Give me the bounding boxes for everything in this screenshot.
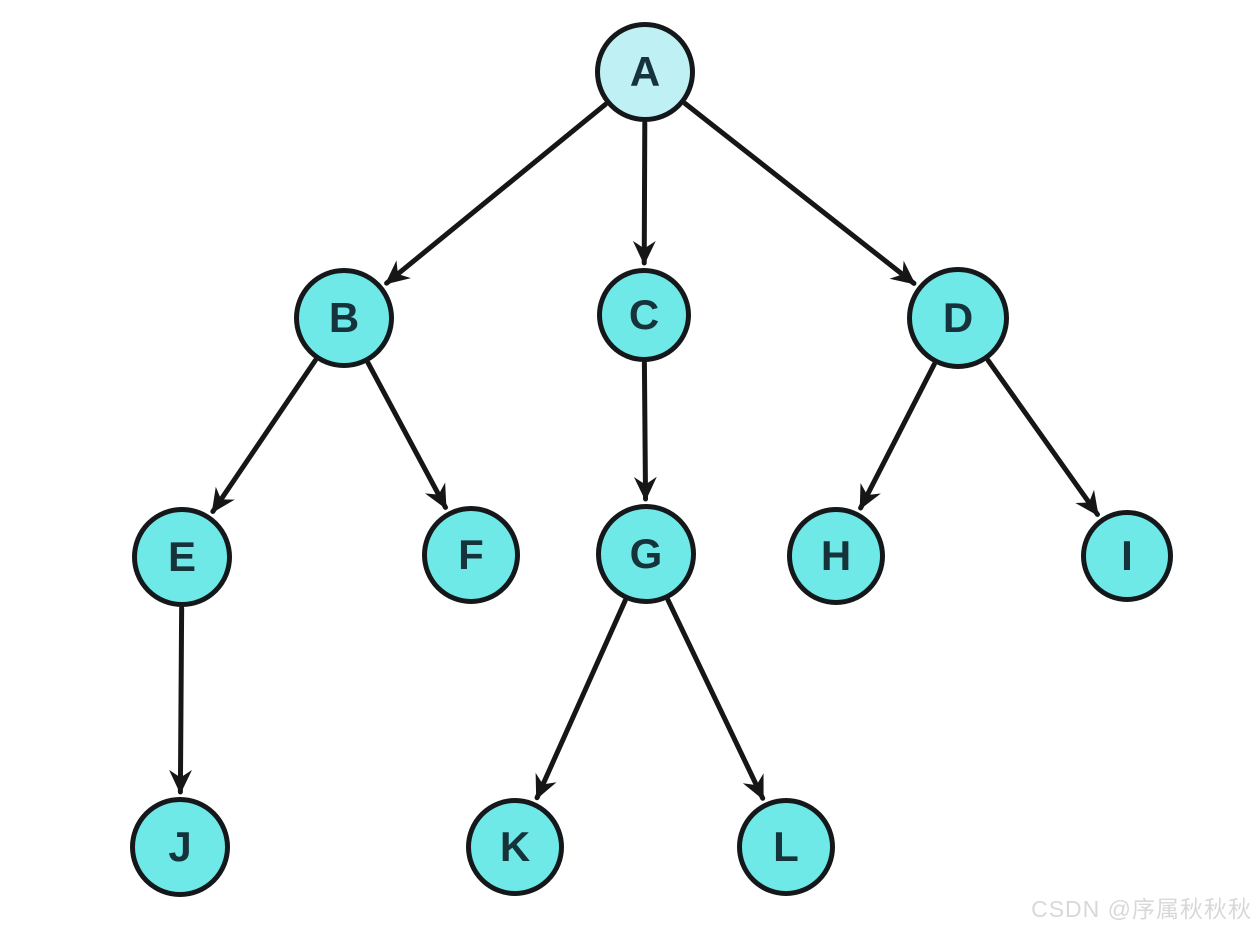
- node-E-label: E: [167, 533, 196, 580]
- edge-G-K: [534, 598, 628, 801]
- node-I-label: I: [1121, 532, 1133, 579]
- node-H-label: H: [820, 532, 852, 579]
- node-G-label: G: [629, 530, 663, 577]
- node-F: F: [422, 506, 520, 604]
- node-D: D: [907, 267, 1009, 369]
- node-B-label: B: [328, 294, 360, 341]
- node-H: H: [787, 507, 885, 605]
- edge-A-C: [632, 120, 656, 266]
- edge-D-I: [985, 357, 1100, 517]
- node-J-label: J: [168, 823, 192, 870]
- edge-B-E: [210, 357, 318, 514]
- node-A-label: A: [629, 48, 661, 95]
- node-D-label: D: [942, 294, 974, 341]
- node-I: I: [1081, 510, 1173, 602]
- edge-A-B: [384, 101, 609, 286]
- node-F-label: F: [458, 531, 484, 578]
- watermark: CSDN @序属秋秋秋: [1031, 896, 1252, 922]
- node-L-label: L: [773, 823, 799, 870]
- node-B: B: [294, 268, 394, 368]
- node-K: K: [466, 798, 564, 896]
- node-E: E: [132, 507, 232, 607]
- edge-A-D: [682, 101, 917, 286]
- edge-C-G: [633, 360, 657, 502]
- node-G: G: [596, 504, 696, 604]
- edge-G-L: [665, 597, 766, 801]
- edge-D-H: [858, 361, 937, 511]
- node-A: A: [595, 22, 695, 122]
- edge-E-J: [169, 605, 192, 795]
- node-K-label: K: [499, 823, 531, 870]
- edge-B-F: [365, 360, 448, 510]
- node-C: C: [597, 268, 691, 362]
- node-J: J: [130, 797, 230, 897]
- node-L: L: [737, 798, 835, 896]
- node-C-label: C: [628, 291, 660, 338]
